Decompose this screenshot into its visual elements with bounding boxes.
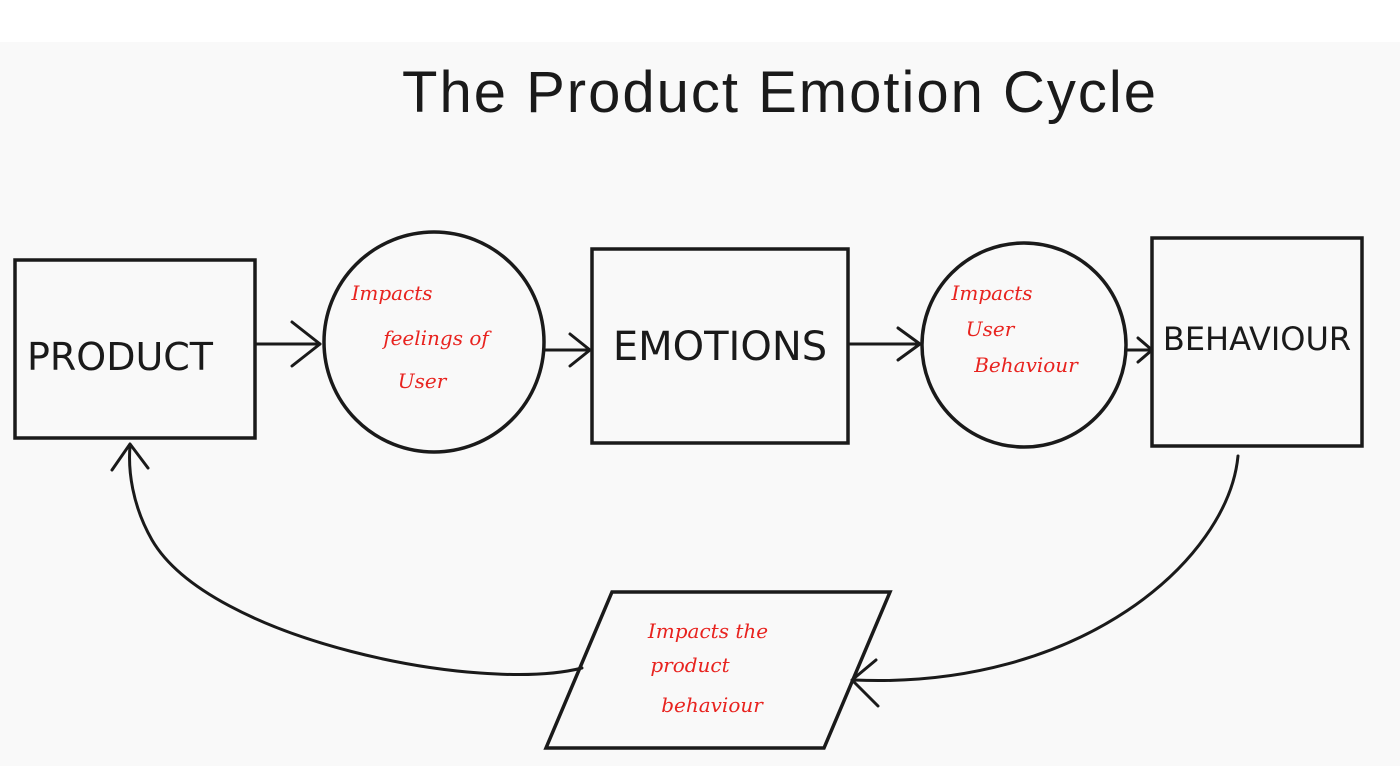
impacts-user-behaviour-line-2: User [966,317,1016,341]
top-blank-band [0,0,1400,42]
impacts-product-behaviour-line-1: Impacts the [647,619,768,643]
impacts-product-behaviour-node: Impacts the product behaviour [543,590,893,750]
impacts-feelings-line-3: User [398,369,448,393]
product-box [13,258,257,440]
behaviour-node: BEHAVIOUR [1150,236,1364,448]
impacts-feelings-circle [322,230,546,454]
arrow-user-behaviour-to-behaviour [1125,336,1154,364]
emotions-box [590,247,850,445]
behaviour-box [1150,236,1364,448]
impacts-feelings-line-2: feelings of [381,326,492,350]
emotions-label: EMOTIONS [613,324,827,370]
impacts-product-behaviour-line-3: behaviour [661,693,764,717]
impacts-user-behaviour-line-3: Behaviour [973,353,1079,377]
arrow-product-behaviour-to-product [110,442,584,676]
impacts-feelings-node: Impacts feelings of User [322,230,546,454]
impacts-user-behaviour-node: Impacts User Behaviour [920,241,1128,449]
diagram-background [0,42,1400,766]
diagram-title: The Product Emotion Cycle [402,60,1158,125]
impacts-product-behaviour-line-2: product [650,653,730,677]
product-node: PRODUCT [13,258,257,440]
impacts-user-behaviour-line-1: Impacts [950,281,1032,305]
arrow-emotions-to-user-behaviour [848,326,922,362]
product-label: PRODUCT [27,335,214,379]
emotions-node: EMOTIONS [590,247,850,445]
arrow-feelings-to-emotions [543,332,592,368]
impacts-user-behaviour-circle [920,241,1128,449]
behaviour-label: BEHAVIOUR [1163,320,1351,358]
arrow-behaviour-to-product-behaviour [850,454,1240,708]
impacts-product-behaviour-shape [543,590,893,750]
arrow-product-to-feelings [254,320,322,368]
impacts-feelings-line-1: Impacts [350,281,432,305]
